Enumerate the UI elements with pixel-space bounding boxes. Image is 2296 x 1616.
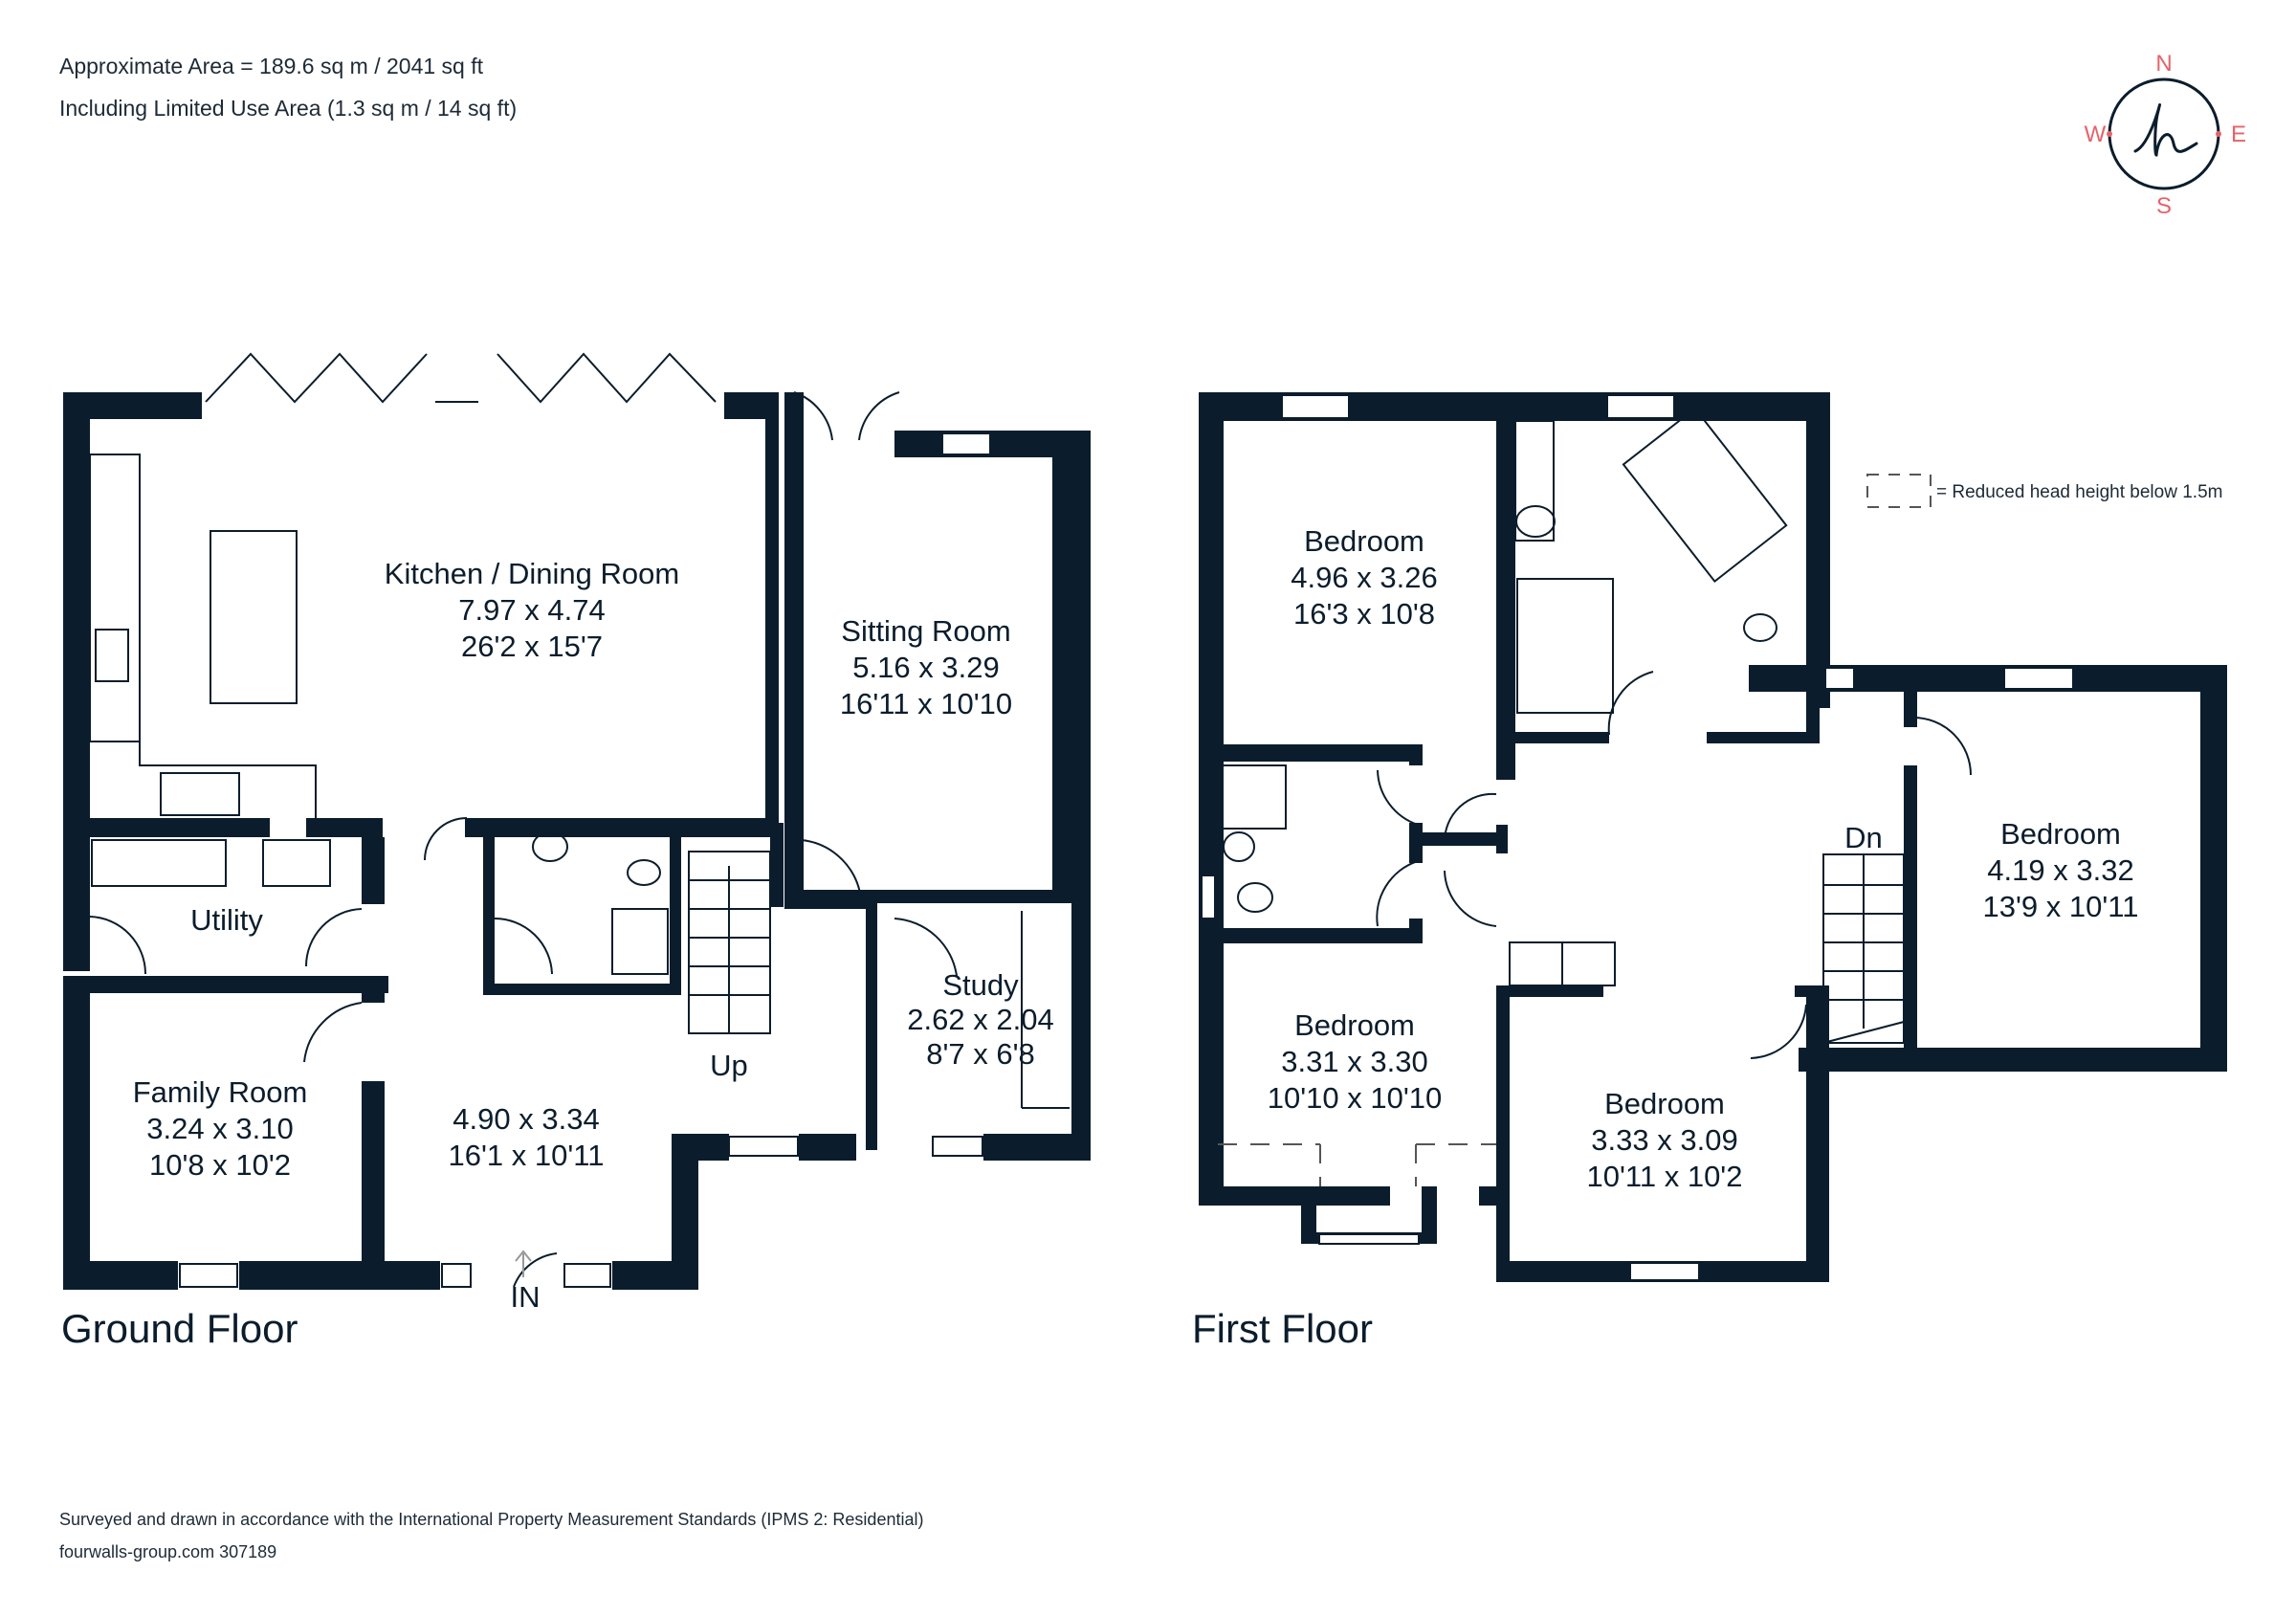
door-icon: [1444, 870, 1497, 927]
compass-west: W: [2085, 122, 2107, 147]
door-icon: [305, 908, 363, 967]
room-name: Bedroom: [1294, 1008, 1415, 1042]
door-icon: [303, 1002, 363, 1063]
room-metric: 3.31 x 3.30: [1281, 1045, 1427, 1078]
window-icon: [932, 1136, 983, 1157]
compass-south: S: [2156, 193, 2172, 219]
window-icon: [1318, 1233, 1420, 1245]
window-icon: [941, 432, 991, 455]
room-name: Utility: [190, 903, 263, 937]
toilet-icon: [627, 859, 661, 886]
first-floor-plan: Bedroom 4.96 x 3.26 16'3 x 10'8 Bedroom …: [1199, 392, 2227, 1282]
kitchen-island-icon: [210, 530, 298, 704]
utility-units-icon: [91, 839, 227, 887]
door-icon: [1750, 1004, 1807, 1059]
toilet-icon: [1237, 882, 1273, 913]
shower-tray-icon: [611, 908, 669, 975]
window-icon: [563, 1263, 611, 1288]
standards-note: Surveyed and drawn in accordance with th…: [59, 1510, 924, 1529]
room-name: Family Room: [133, 1075, 308, 1109]
room-imperial: 10'8 x 10'2: [149, 1148, 291, 1182]
staircase-up-icon: [688, 851, 771, 1034]
room-name: Kitchen / Dining Room: [385, 557, 679, 590]
door-icon: [1376, 860, 1419, 927]
room-metric: 2.62 x 2.04: [907, 1003, 1053, 1036]
room-name: Study: [942, 968, 1019, 1002]
window-icon: [2003, 667, 2074, 690]
window-icon: [728, 1136, 799, 1157]
room-metric: 7.97 x 4.74: [458, 593, 605, 627]
room-metric: 3.33 x 3.09: [1591, 1123, 1737, 1157]
compass-north: N: [2155, 51, 2172, 77]
door-icon: [89, 916, 146, 975]
bifold-door-icon: [497, 352, 717, 404]
window-icon: [1629, 1262, 1700, 1281]
bifold-door-icon: [205, 352, 428, 404]
door-icon: [424, 817, 468, 861]
door-icon: [793, 391, 833, 441]
window-icon: [1606, 394, 1675, 419]
room-name: Sitting Room: [841, 614, 1010, 648]
front-door-icon: [513, 1252, 558, 1288]
sink-icon: [160, 772, 240, 816]
room-metric: 5.16 x 3.29: [852, 651, 999, 684]
room-imperial: 26'2 x 15'7: [461, 630, 603, 663]
room-name: Bedroom: [2000, 817, 2121, 851]
approximate-area-text: Approximate Area = 189.6 sq m / 2041 sq …: [59, 54, 484, 78]
toilet-icon: [1743, 613, 1777, 642]
room-imperial: 8'7 x 6'8: [926, 1037, 1035, 1071]
compass-ring-icon: [2108, 77, 2220, 190]
stairs-down-label: Dn: [1844, 821, 1883, 854]
room-imperial: 16'11 x 10'10: [840, 687, 1012, 720]
first-floor-title: First Floor: [1192, 1306, 1373, 1351]
room-metric: 3.24 x 3.10: [146, 1112, 293, 1145]
window-icon: [1201, 874, 1216, 919]
reference-note: fourwalls-group.com 307189: [59, 1542, 277, 1561]
room-imperial: 13'9 x 10'11: [1983, 890, 2139, 923]
logo-h-icon: [2133, 103, 2198, 157]
window-icon: [1281, 394, 1350, 419]
door-icon: [858, 391, 900, 441]
door-icon: [1607, 671, 1654, 736]
staircase-down-icon: [1822, 853, 1905, 1044]
dashed-box-icon: [1866, 474, 1932, 508]
ground-floor-plan: Kitchen / Dining Room 7.97 x 4.74 26'2 x…: [63, 352, 1091, 1314]
shower-icon: [1222, 764, 1287, 830]
room-metric: 4.19 x 3.32: [1987, 853, 2133, 887]
window-icon: [179, 1263, 238, 1288]
room-imperial: 10'10 x 10'10: [1268, 1081, 1443, 1115]
stairs-up-label: Up: [710, 1049, 748, 1082]
room-name: Bedroom: [1604, 1087, 1725, 1120]
hob-icon: [95, 629, 129, 682]
compass-rose: N S W E: [2085, 51, 2246, 219]
room-name: Bedroom: [1304, 524, 1424, 558]
compass-east: E: [2231, 122, 2246, 147]
window-icon: [1824, 667, 1855, 690]
room-metric: 4.96 x 3.26: [1291, 561, 1437, 594]
bath-icon: [1622, 407, 1788, 584]
door-icon: [801, 839, 862, 900]
utility-sink-icon: [262, 839, 331, 887]
entrance-label: IN: [511, 1280, 541, 1314]
room-imperial: 16'1 x 10'11: [449, 1139, 605, 1172]
room-metric: 4.90 x 3.34: [453, 1102, 599, 1136]
basin-icon: [1223, 831, 1255, 862]
basin-icon: [1515, 505, 1556, 538]
door-icon: [894, 918, 958, 977]
kitchen-units-icon: [89, 454, 141, 742]
reduced-head-height-legend: = Reduced head height below 1.5m: [1866, 474, 2222, 508]
limited-use-area-text: Including Limited Use Area (1.3 sq m / 1…: [59, 96, 518, 121]
shower-icon: [1516, 578, 1614, 714]
room-imperial: 10'11 x 10'2: [1587, 1160, 1743, 1193]
door-icon: [494, 918, 553, 975]
entrance-arrow-icon: [515, 1250, 532, 1262]
window-icon: [441, 1263, 472, 1288]
basin-icon: [532, 831, 568, 862]
door-icon: [1443, 792, 1497, 843]
ground-floor-title: Ground Floor: [61, 1306, 298, 1351]
legend-text: = Reduced head height below 1.5m: [1936, 482, 2222, 502]
door-icon: [1912, 717, 1972, 776]
room-imperial: 16'3 x 10'8: [1293, 597, 1435, 631]
door-icon: [1377, 769, 1419, 826]
